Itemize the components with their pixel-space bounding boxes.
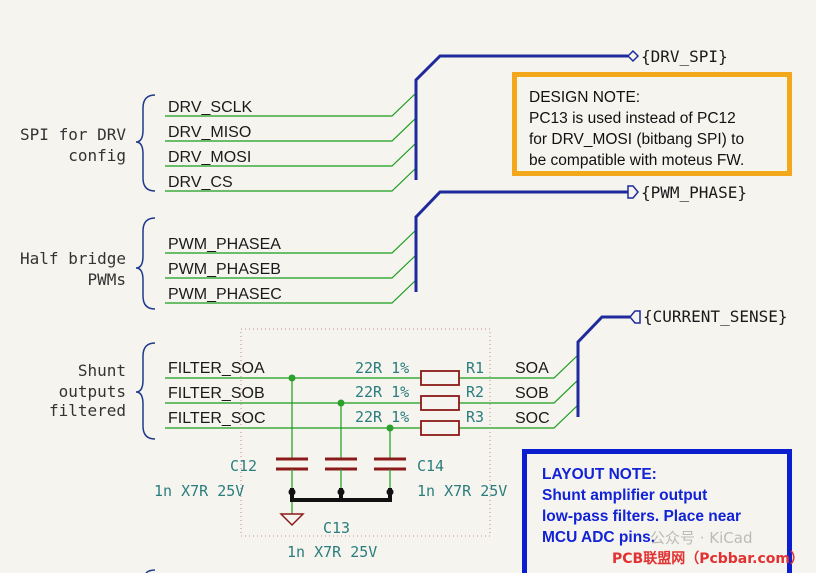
filter-block-outline bbox=[240, 328, 491, 537]
hier-label-pwm-phase: {PWM_PHASE} bbox=[641, 183, 747, 202]
net-label-pwm-phasec: PWM_PHASEC bbox=[168, 286, 282, 303]
bus-drv-spi bbox=[414, 54, 628, 180]
wire-drv-sclk bbox=[165, 92, 417, 117]
wire-sob bbox=[459, 379, 579, 404]
bus-pwm-phase bbox=[414, 190, 628, 292]
hier-shape-pwm-phase bbox=[627, 185, 639, 199]
net-label-drv-cs: DRV_CS bbox=[168, 174, 233, 191]
hier-label-drv-spi: {DRV_SPI} bbox=[641, 47, 728, 66]
resistor-r2 bbox=[420, 395, 460, 411]
wire-soa bbox=[459, 354, 579, 379]
design-note-line-2: for DRV_MOSI (bitbang SPI) to bbox=[529, 131, 745, 148]
bus-current-sense bbox=[576, 315, 630, 417]
net-label-filter-sob: FILTER_SOB bbox=[168, 385, 265, 402]
design-note-line-1: PC13 is used instead of PC12 bbox=[529, 110, 736, 127]
watermark-wechat: 公众号 · KiCad bbox=[650, 529, 753, 547]
capacitor-c13 bbox=[325, 457, 357, 471]
r2-value: 22R 1% bbox=[355, 383, 409, 401]
net-label-pwm-phasea: PWM_PHASEA bbox=[168, 236, 281, 253]
junction-soc bbox=[386, 424, 394, 432]
ground-symbol-icon bbox=[279, 513, 305, 527]
c13-value: 1n X7R 25V bbox=[287, 543, 377, 561]
net-label-drv-mosi: DRV_MOSI bbox=[168, 149, 251, 166]
net-label-soa: SOA bbox=[515, 360, 549, 377]
wire-pwm-phasec bbox=[165, 279, 417, 304]
group-label-pwm-1: Half bridge bbox=[20, 249, 126, 268]
hier-shape-drv-spi bbox=[626, 49, 640, 63]
capacitor-c12 bbox=[276, 457, 308, 471]
c14-value: 1n X7R 25V bbox=[417, 482, 507, 500]
group-label-spi-1: SPI for DRV bbox=[20, 125, 126, 144]
net-label-sob: SOB bbox=[515, 385, 549, 402]
wire-soc bbox=[459, 404, 579, 429]
design-note: DESIGN NOTE: PC13 is used instead of PC1… bbox=[512, 72, 792, 176]
group-label-shunt-3: filtered bbox=[49, 401, 126, 420]
wire-pwm-phasea bbox=[165, 229, 417, 254]
net-label-filter-soa: FILTER_SOA bbox=[168, 360, 265, 377]
net-label-soc: SOC bbox=[515, 410, 550, 427]
layout-note-line-1: Shunt amplifier output bbox=[542, 487, 708, 504]
layout-note-title: LAYOUT NOTE: bbox=[542, 466, 657, 483]
net-label-filter-soc: FILTER_SOC bbox=[168, 410, 266, 427]
r1-value: 22R 1% bbox=[355, 359, 409, 377]
junction-ground-3 bbox=[386, 488, 394, 496]
r2-ref: R2 bbox=[466, 383, 484, 401]
group-label-pwm-2: PWMs bbox=[87, 270, 126, 289]
r1-ref: R1 bbox=[466, 359, 484, 377]
design-note-title: DESIGN NOTE: bbox=[529, 89, 641, 106]
c14-ref: C14 bbox=[417, 457, 444, 475]
junction-soa bbox=[288, 374, 296, 382]
layout-note: LAYOUT NOTE: Shunt amplifier output low-… bbox=[522, 449, 792, 573]
layout-note-line-2: low-pass filters. Place near bbox=[542, 508, 742, 525]
group-label-shunt-2: outputs bbox=[59, 382, 126, 401]
brace-shunt bbox=[135, 342, 156, 440]
c12-ref: C12 bbox=[230, 457, 257, 475]
wire-drv-cs bbox=[165, 167, 417, 192]
junction-sob bbox=[337, 399, 345, 407]
net-label-drv-miso: DRV_MISO bbox=[168, 124, 251, 141]
junction-ground-2 bbox=[337, 488, 345, 496]
capacitor-c14 bbox=[374, 457, 406, 471]
r3-value: 22R 1% bbox=[355, 408, 409, 426]
wire-pwm-phaseb bbox=[165, 254, 417, 279]
net-label-pwm-phaseb: PWM_PHASEB bbox=[168, 261, 281, 278]
group-label-shunt-1: Shunt bbox=[78, 361, 126, 380]
hier-shape-current-sense bbox=[629, 310, 641, 324]
watermark-site: PCB联盟网（Pcbbar.com） bbox=[612, 551, 804, 567]
brace-pwm bbox=[135, 217, 156, 310]
wire-drv-miso bbox=[165, 117, 417, 142]
c12-value: 1n X7R 25V bbox=[154, 482, 244, 500]
junction-ground-1 bbox=[288, 488, 296, 496]
brace-group bbox=[135, 94, 156, 440]
layout-note-line-3: MCU ADC pins. bbox=[542, 529, 656, 546]
resistor-r3 bbox=[420, 420, 460, 436]
resistor-r1 bbox=[420, 370, 460, 386]
design-note-line-3: be compatible with moteus FW. bbox=[529, 152, 745, 169]
group-label-spi-2: config bbox=[68, 146, 126, 165]
net-label-drv-sclk: DRV_SCLK bbox=[168, 99, 253, 116]
r3-ref: R3 bbox=[466, 408, 484, 426]
hier-label-current-sense: {CURRENT_SENSE} bbox=[643, 307, 788, 326]
brace-spi bbox=[135, 94, 156, 192]
c13-ref: C13 bbox=[323, 519, 350, 537]
wire-drv-mosi bbox=[165, 142, 417, 167]
